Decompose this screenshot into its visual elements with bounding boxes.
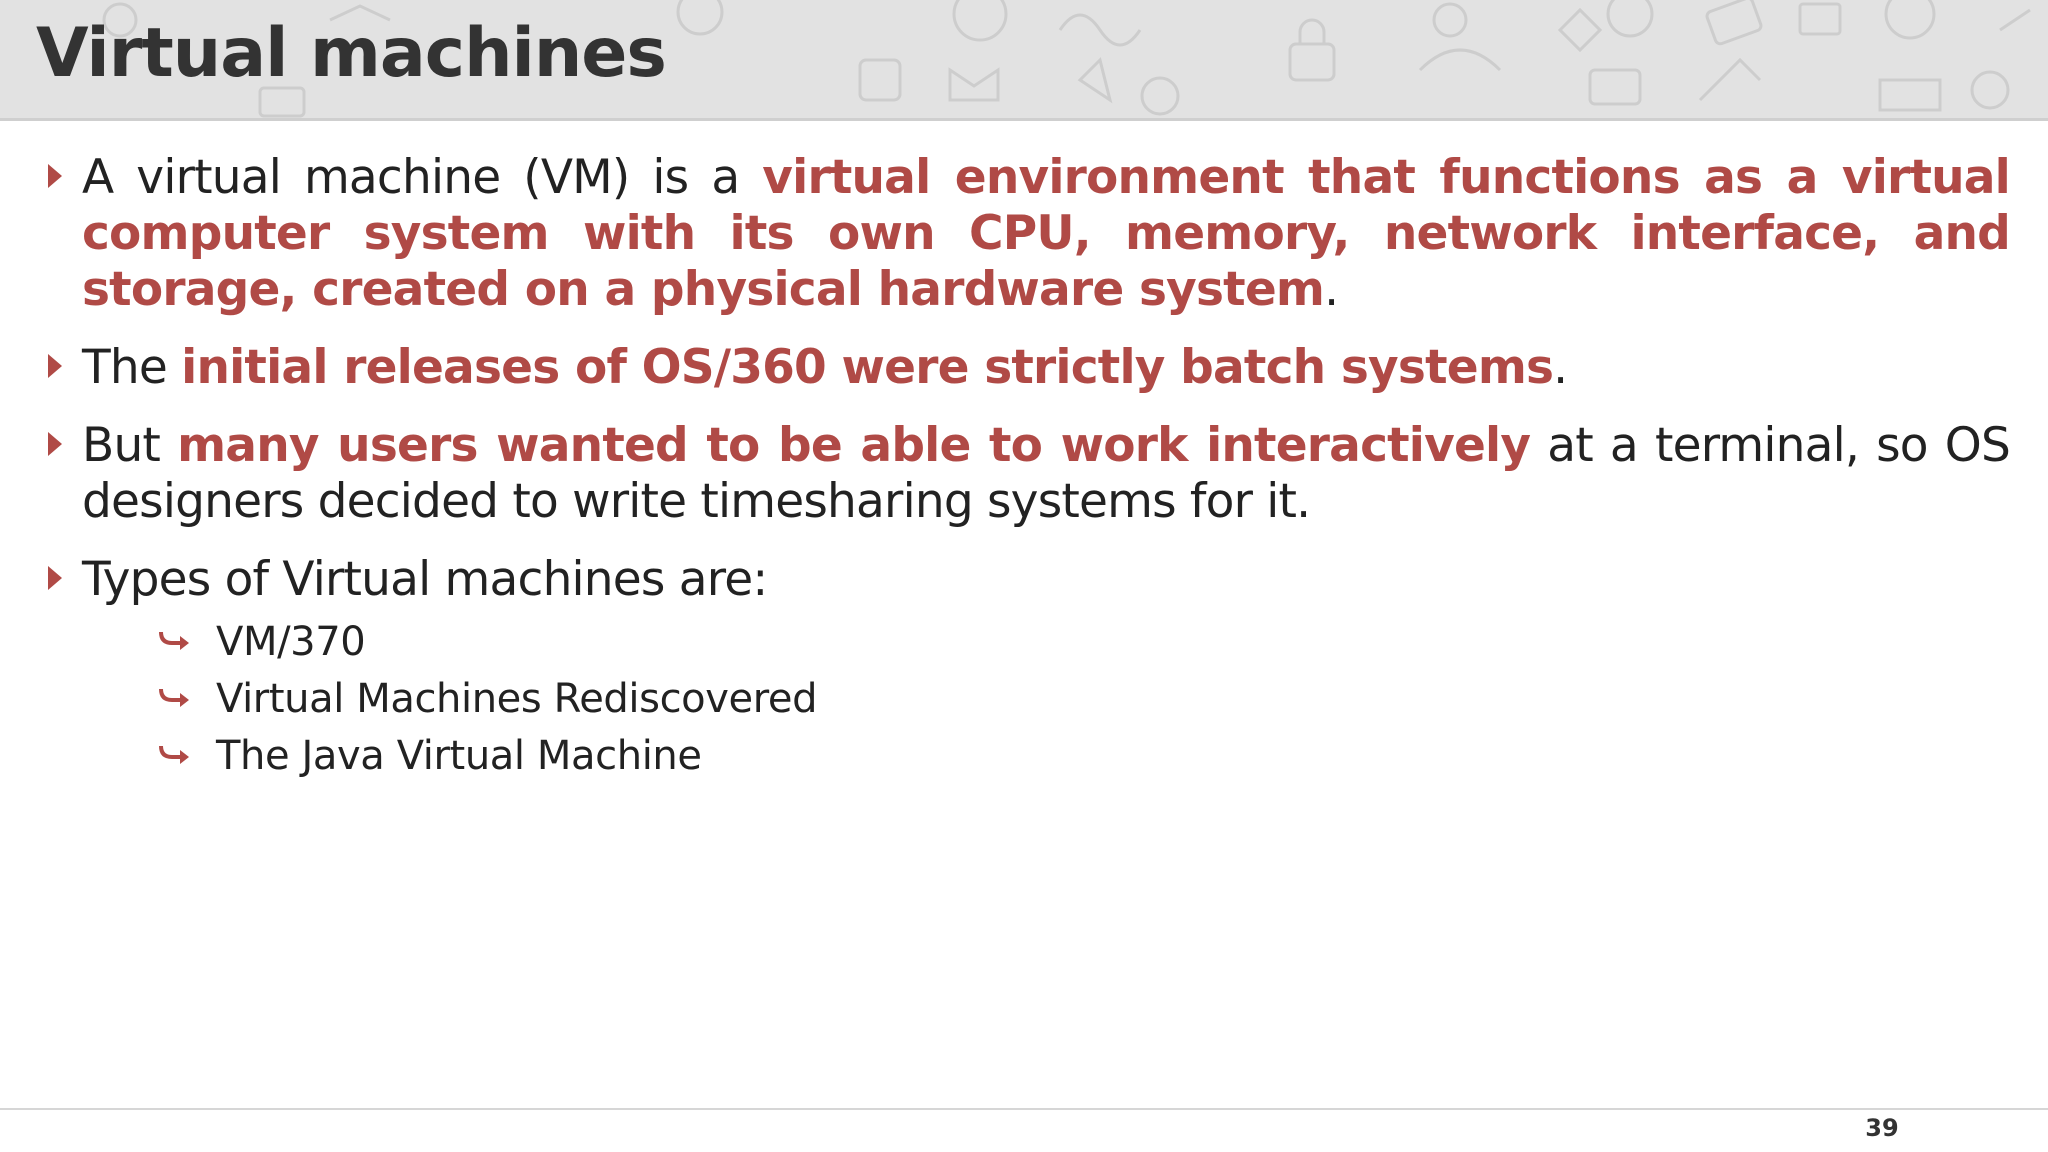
bullet-text-normal: A virtual machine (VM) is a [82, 150, 763, 205]
bullet-item: But many users wanted to be able to work… [40, 418, 2011, 530]
bullet-text-highlight: virtual environment that functions as a … [82, 150, 2011, 317]
slide-title: Virtual machines [36, 14, 667, 93]
bullet-text-normal: The [82, 340, 182, 395]
bullet-item: A virtual machine (VM) is a virtual envi… [40, 150, 2011, 318]
sub-bullet-text: The Java Virtual Machine [216, 733, 702, 779]
bullet-text-normal: at a terminal, so OS designers decided t… [82, 418, 2011, 529]
triangle-bullet-icon [48, 432, 62, 456]
sub-bullet-list: VM/370 Virtual Machines Rediscovered The… [158, 614, 2010, 785]
sub-bullet-text: Virtual Machines Rediscovered [216, 676, 818, 722]
title-bar: Virtual machines [0, 0, 2048, 121]
bullet-text-highlight: initial releases of OS/360 were strictly… [181, 340, 1554, 395]
bullet-text: Types of Virtual machines are: [82, 552, 2010, 608]
bullet-text-normal: Types of Virtual machines are: [82, 552, 768, 607]
bullet-text-highlight: many users wanted to be able to work int… [177, 418, 1531, 473]
bullet-text-normal: But [82, 418, 178, 473]
bullet-list: A virtual machine (VM) is a virtual envi… [40, 150, 2011, 807]
curved-arrow-icon [159, 688, 189, 707]
triangle-bullet-icon [48, 566, 62, 590]
bullet-item: The initial releases of OS/360 were stri… [40, 340, 2010, 396]
doodle-background [102, 0, 2031, 118]
sub-bullet-item: VM/370 [158, 614, 2010, 671]
sub-bullet-item: Virtual Machines Rediscovered [158, 671, 2010, 728]
page-number: 39 [1865, 1114, 1899, 1142]
bullet-text: But many users wanted to be able to work… [82, 418, 2011, 530]
curved-arrow-icon [159, 631, 189, 650]
bullet-text: The initial releases of OS/360 were stri… [82, 340, 2010, 396]
bullet-text: A virtual machine (VM) is a virtual envi… [82, 150, 2011, 318]
bullet-text-normal: . [1553, 340, 1568, 395]
sub-bullet-text: VM/370 [216, 619, 366, 665]
bullet-item: Types of Virtual machines are: VM/370 Vi… [40, 552, 2010, 785]
footer-divider [0, 1108, 2048, 1110]
sub-bullet-item: The Java Virtual Machine [158, 728, 2010, 785]
bullet-text-normal: . [1324, 262, 1339, 317]
triangle-bullet-icon [48, 164, 62, 188]
triangle-bullet-icon [48, 354, 62, 378]
curved-arrow-icon [159, 745, 189, 764]
